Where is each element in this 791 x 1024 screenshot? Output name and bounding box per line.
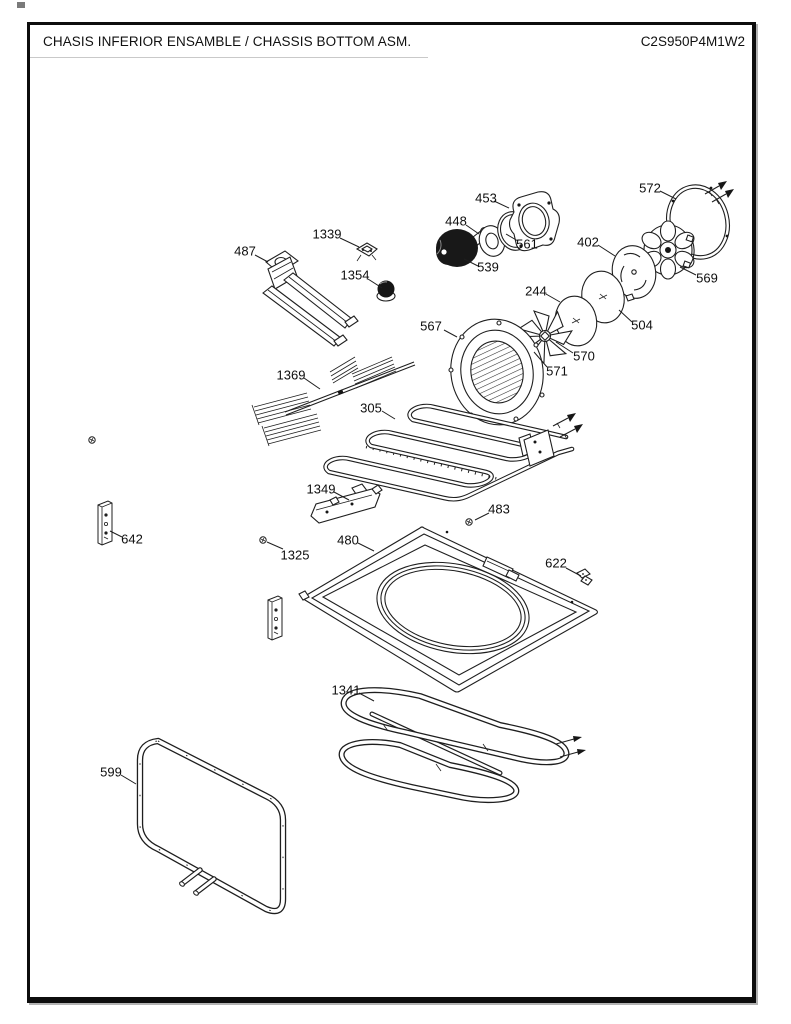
clip-1339-graphic: [355, 242, 378, 262]
element-599-graphic: [140, 741, 283, 911]
screw-top-left-graphic: [88, 436, 96, 444]
bracket-453-graphic: [508, 191, 560, 252]
model-number: C2S950P4M1W2: [640, 34, 745, 49]
clip-622-graphic: [576, 568, 593, 586]
screw-483-graphic: [465, 518, 473, 526]
wire-harness-1369-graphic: [251, 356, 416, 447]
plate-402-graphic: [611, 245, 657, 302]
cap-1354-graphic: [376, 280, 396, 302]
bracket-487-graphic: [262, 250, 359, 347]
oven-bottom-480-graphic: [298, 526, 599, 693]
motor-569-graphic: [641, 220, 695, 280]
scan-artifact: [17, 2, 25, 8]
callout-leader-lines: [109, 190, 697, 785]
screw-1325-graphic: [259, 536, 267, 544]
bracket-1349-graphic: [310, 484, 383, 524]
convection-cover-567-graphic: [448, 318, 545, 426]
diagram-border-frame: [27, 22, 756, 1003]
bracket-642-graphic: [97, 500, 113, 546]
convection-motor-539-graphic: [436, 227, 491, 267]
page-title: CHASIS INFERIOR ENSAMBLE / CHASSIS BOTTO…: [43, 34, 412, 49]
bake-element-1341-graphic: [342, 690, 586, 800]
broil-element-305-graphic: [326, 406, 583, 506]
bracket-small-right-graphic: [267, 595, 283, 641]
header-divider: [30, 57, 428, 58]
